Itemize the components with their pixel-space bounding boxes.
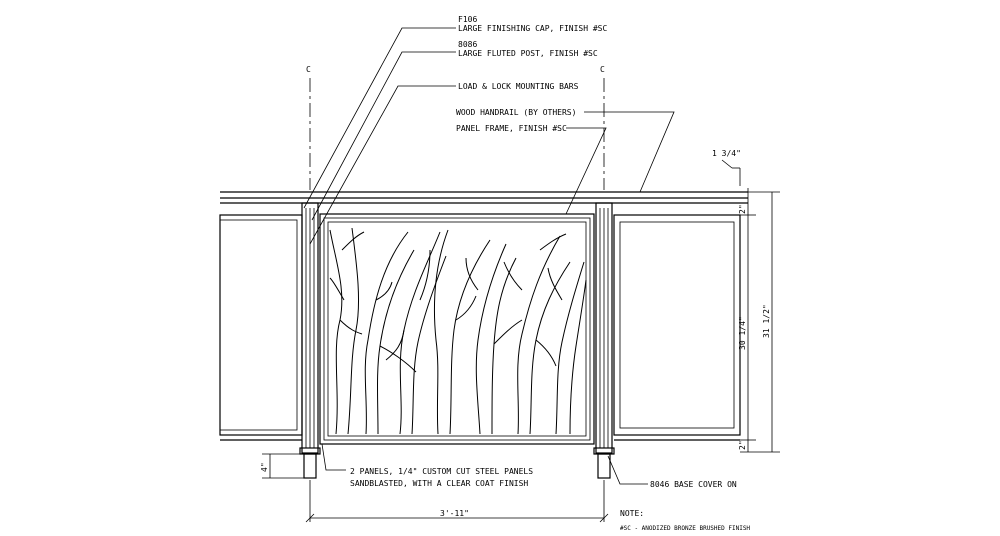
finishing-cap-code: F106: [458, 15, 477, 24]
panels-desc-line2: SANDBLASTED, WITH A CLEAR COAT FINISH: [350, 479, 528, 488]
dim-panel-width: 3'-11": [440, 509, 469, 518]
right-side-panel: [613, 214, 741, 441]
dim-overall-height: 31 1/2": [762, 304, 771, 338]
panel-frame-label: PANEL FRAME, FINISH #SC: [456, 124, 567, 133]
panels-desc-line1: 2 PANELS, 1/4" CUSTOM CUT STEEL PANELS: [350, 467, 533, 476]
right-dimensions: [721, 159, 780, 453]
handrail-label: WOOD HANDRAIL (BY OTHERS): [456, 108, 576, 117]
base-cover-label: 8046 BASE COVER ON: [650, 480, 737, 489]
dim-panel-height: 30 1/4": [738, 316, 747, 350]
left-centerline-symbol: C: [306, 65, 311, 74]
tree-branch-pattern: [329, 227, 587, 435]
wood-handrail: [220, 191, 748, 204]
left-fluted-post: [299, 202, 321, 479]
finishing-cap-desc: LARGE FINISHING CAP, FINISH #SC: [458, 24, 607, 33]
left-side-panel: [219, 214, 303, 441]
mounting-bars-label: LOAD & LOCK MOUNTING BARS: [458, 82, 579, 91]
center-custom-cut-panel: [319, 213, 595, 445]
base-dimension: [262, 453, 304, 479]
dim-handrail-depth: 1 3/4": [712, 149, 741, 158]
dim-base-height: 4": [260, 462, 269, 472]
dim-bottom-gap: 2": [738, 440, 747, 450]
notes-line1: #SC - ANODIZED BRONZE BRUSHED FINISH: [620, 525, 750, 532]
fluted-post-desc: LARGE FLUTED POST, FINISH #SC: [458, 49, 598, 58]
leader-lines: [303, 27, 675, 485]
right-centerline-symbol: C: [600, 65, 605, 74]
right-fluted-post: [593, 202, 615, 479]
notes-title: NOTE:: [620, 509, 644, 518]
right-centerline: C: [600, 65, 605, 190]
width-dimension: [305, 480, 609, 523]
dim-top-gap: 2": [738, 204, 747, 214]
left-centerline: C: [306, 65, 311, 190]
fluted-post-code: 8086: [458, 40, 477, 49]
